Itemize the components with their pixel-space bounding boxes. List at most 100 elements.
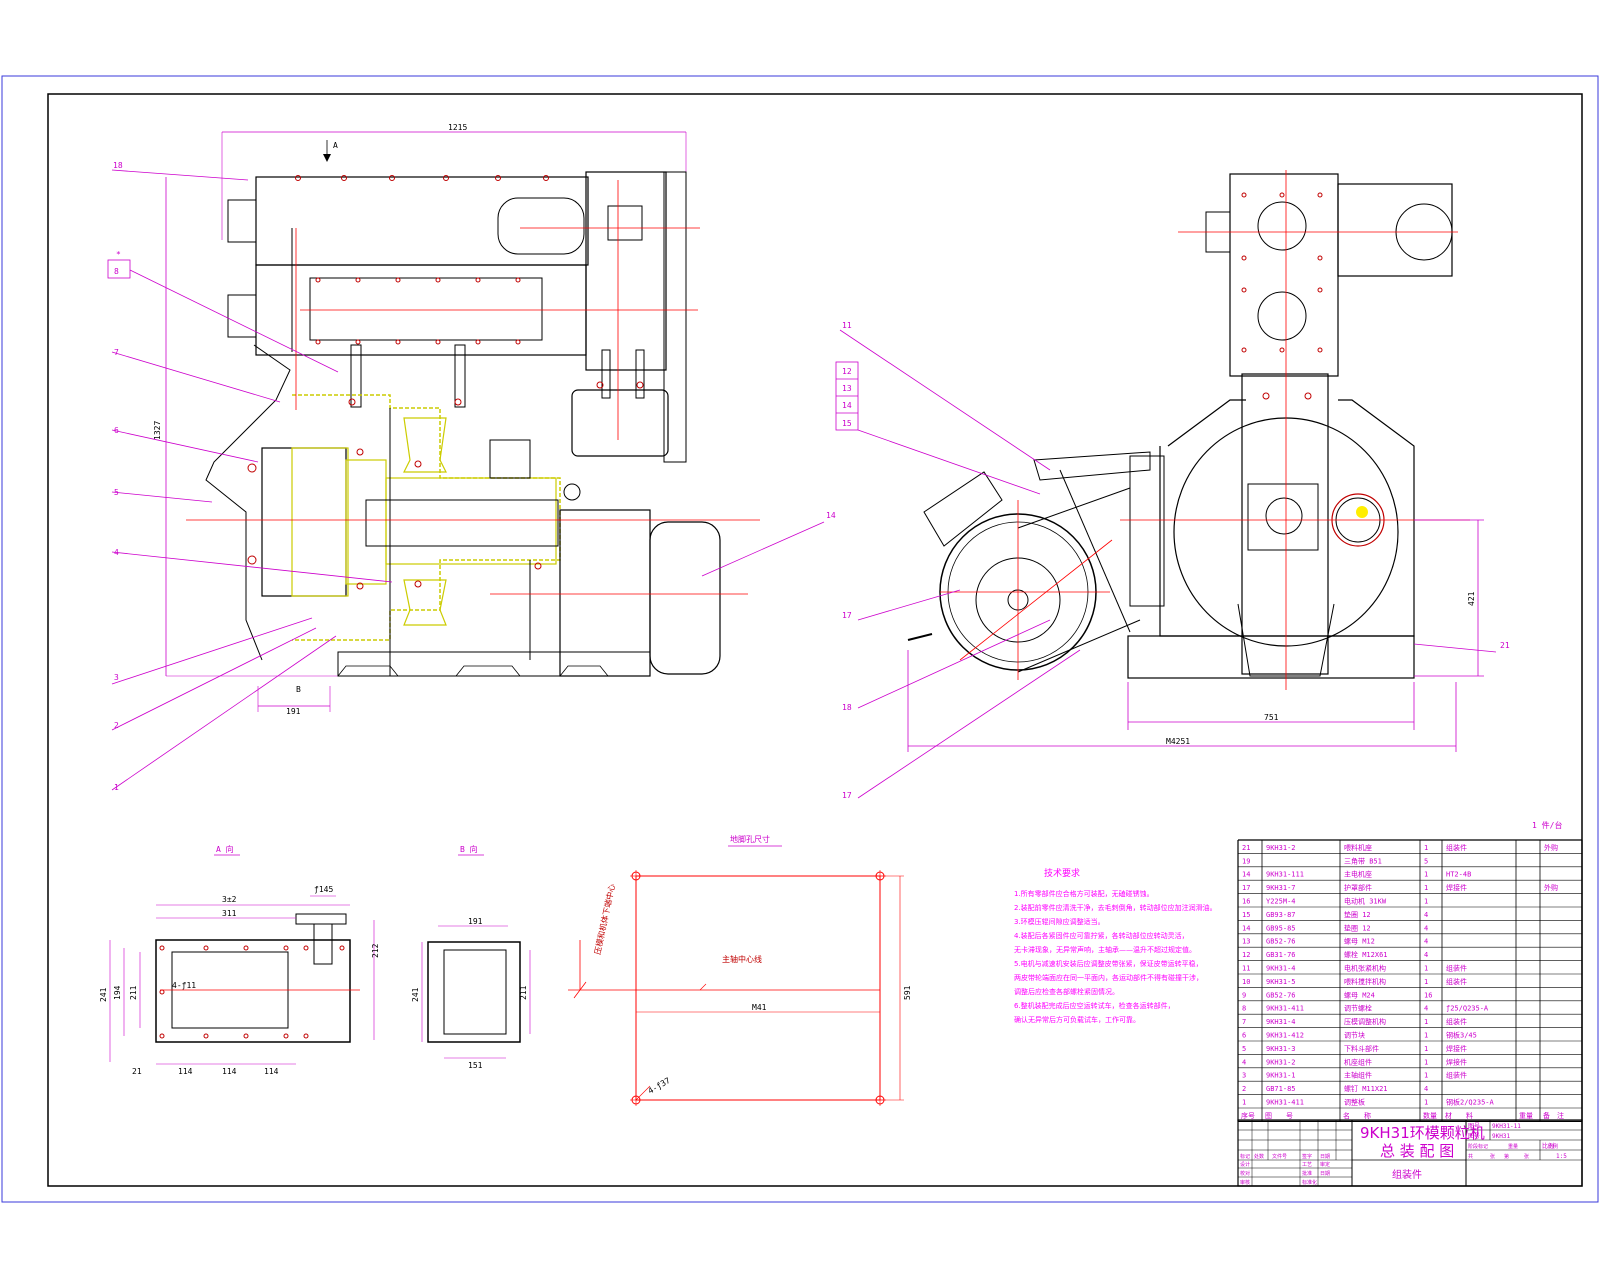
front-motor-callout: 14 [826, 511, 836, 520]
table-cell: 1 [1424, 1032, 1428, 1040]
table-row-number: 12 [1242, 951, 1250, 959]
table-row-number: 4 [1242, 1058, 1246, 1066]
table-cell: 1 [1424, 1072, 1428, 1080]
side-view: 751 M4251 421 11 12 13 14 15 17 18 17 21 [835, 170, 1510, 800]
inner-frame [47, 93, 1583, 1187]
section-b-dim-4: 151 [468, 1061, 483, 1070]
table-cell: 1 [1424, 884, 1428, 892]
scale-value: 1:5 [1556, 1153, 1567, 1160]
table-cell: Y225M-4 [1266, 898, 1296, 906]
table-cell: 调节块 [1344, 1031, 1365, 1040]
table-cell: 护罩部件 [1344, 883, 1372, 892]
stage-label-4: 共 [1468, 1153, 1473, 1160]
dim-height: 1327 [153, 421, 162, 440]
table-cell: 9KH31-411 [1266, 1005, 1304, 1013]
front-callout-5: 5 [114, 488, 119, 497]
unit-note: 1 件/台 [1532, 820, 1562, 830]
table-cell: GB52-76 [1266, 938, 1296, 946]
table-header-cell: 图 号 [1265, 1112, 1293, 1120]
table-cell: 垫圈 12 [1344, 923, 1371, 932]
tech-heading: 技术要求 [1044, 867, 1080, 879]
section-a-dim-2: 311 [222, 909, 237, 918]
drawing-subtitle: 总 装 配 图 [1380, 1142, 1454, 1160]
front-callout-6: 4 [114, 548, 119, 557]
section-a-view: A 向 3±2 311 ƒ145 212 241 194 211 4-ƒ11 [99, 844, 380, 1076]
table-cell: 调节螺栓 [1344, 1004, 1372, 1013]
table-cell: 组装件 [1446, 964, 1467, 973]
table-header-cell: 数量 [1423, 1111, 1437, 1120]
table-cell: 调整板 [1344, 1098, 1365, 1107]
dim-overall-length: 1215 [448, 123, 467, 132]
table-row-number: 10 [1242, 978, 1250, 986]
table-row-number: 17 [1242, 884, 1250, 892]
table-cell: 9KH31-411 [1266, 1099, 1304, 1107]
table-row-number: 2 [1242, 1085, 1246, 1093]
table-cell: 1 [1424, 965, 1428, 973]
table-cell: 9KH31-3 [1266, 1045, 1296, 1053]
table-cell: 外购 [1544, 883, 1558, 892]
front-callout-marker: * [116, 250, 121, 259]
section-b-dim-1: 191 [468, 917, 483, 926]
table-row-number: 1 [1242, 1099, 1246, 1107]
table-cell: 1 [1424, 1018, 1428, 1026]
table-row-number: 16 [1242, 898, 1250, 906]
section-a-title: A 向 [216, 844, 234, 854]
table-cell: 喂料机座 [1344, 843, 1372, 852]
front-view: 1215 A 1327 [107, 123, 836, 792]
table-cell: GB52-76 [1266, 991, 1296, 999]
tech-line-1: 1.所有零部件应合格方可装配，无磕碰锈蚀。 [1014, 889, 1154, 898]
dim-small: B [296, 685, 301, 694]
section-a-dim-6: 194 [113, 985, 122, 1000]
sign-label-3: 审核 [1240, 1179, 1250, 1186]
foundation-hole-note: 4-ƒ37 [647, 1076, 673, 1096]
highlight-marker [1356, 506, 1368, 518]
tech-line-7: 两皮带轮端面应在同一平面内，各运动部件不得有碰撞干涉， [1014, 973, 1203, 982]
table-row-number: 14 [1242, 871, 1250, 879]
foundation-dim-width: M41 [752, 1003, 767, 1012]
table-row-number: 21 [1242, 844, 1250, 852]
tech-line-5: 无卡滞现象，无异常声响，主轴承——温升不超过规定值。 [1014, 945, 1196, 954]
table-cell: 9KH31-1 [1266, 1072, 1296, 1080]
sign-label-4: 工艺 [1302, 1162, 1312, 1168]
front-callout-8: 2 [114, 721, 119, 730]
side-dim-total: M4251 [1166, 737, 1190, 746]
table-cell: 主电机座 [1344, 870, 1372, 879]
table-cell: 9KH31-2 [1266, 1058, 1296, 1066]
table-cell: 三角带 B51 [1344, 856, 1382, 865]
rev-label-1: 标记 [1240, 1153, 1250, 1160]
table-cell: 垫圈 12 [1344, 910, 1371, 919]
side-callout-12: 12 [842, 367, 852, 376]
rev-label-5: 日期 [1320, 1154, 1330, 1160]
table-row-number: 5 [1242, 1045, 1246, 1053]
front-callout-9: 1 [114, 783, 119, 792]
sign-label-8: 日期 [1320, 1171, 1330, 1177]
dim-base: 191 [286, 707, 301, 716]
scale-label: 比例 [1542, 1142, 1554, 1150]
section-a-dim-3: ƒ145 [314, 885, 333, 894]
sign-label-5: 批准 [1302, 1170, 1312, 1177]
side-callout-21: 21 [1500, 641, 1510, 650]
sign-label-1: 设计 [1240, 1161, 1250, 1168]
table-cell: 9KH31-111 [1266, 871, 1304, 879]
table-row-number: 11 [1242, 965, 1250, 973]
table-cell: 4 [1424, 938, 1428, 946]
table-header-cell: 备 注 [1543, 1111, 1564, 1120]
table-cell: 9KH31-4 [1266, 1018, 1296, 1026]
drawing-no-label: 图号 [1468, 1123, 1480, 1130]
table-cell: 电动机 31KW [1344, 897, 1387, 906]
stage-label-3: 比例 [1548, 1143, 1558, 1150]
side-callout-14: 14 [842, 401, 852, 410]
foundation-dim-height: 591 [903, 985, 912, 1000]
table-cell: 9KH31-4 [1266, 965, 1296, 973]
table-cell: 焊接件 [1446, 1044, 1467, 1053]
title-block: 标记 处数 文件号 签字 日期 设计 校对 审核 工艺 批准 标准化 审定 日期… [1237, 1119, 1583, 1187]
tech-line-4: 4.装配后各紧固件应可靠拧紧，各转动部位应转动灵活， [1014, 931, 1189, 940]
table-cell: 外购 [1544, 843, 1558, 852]
front-callout-4: 6 [114, 426, 119, 435]
section-a-dim-4: 212 [371, 943, 380, 958]
section-a-dim-10: 114 [178, 1067, 193, 1076]
stage-label-1: 阶段标记 [1468, 1143, 1488, 1150]
table-cell: 焊接件 [1446, 883, 1467, 892]
side-dim-height: 421 [1467, 591, 1476, 606]
